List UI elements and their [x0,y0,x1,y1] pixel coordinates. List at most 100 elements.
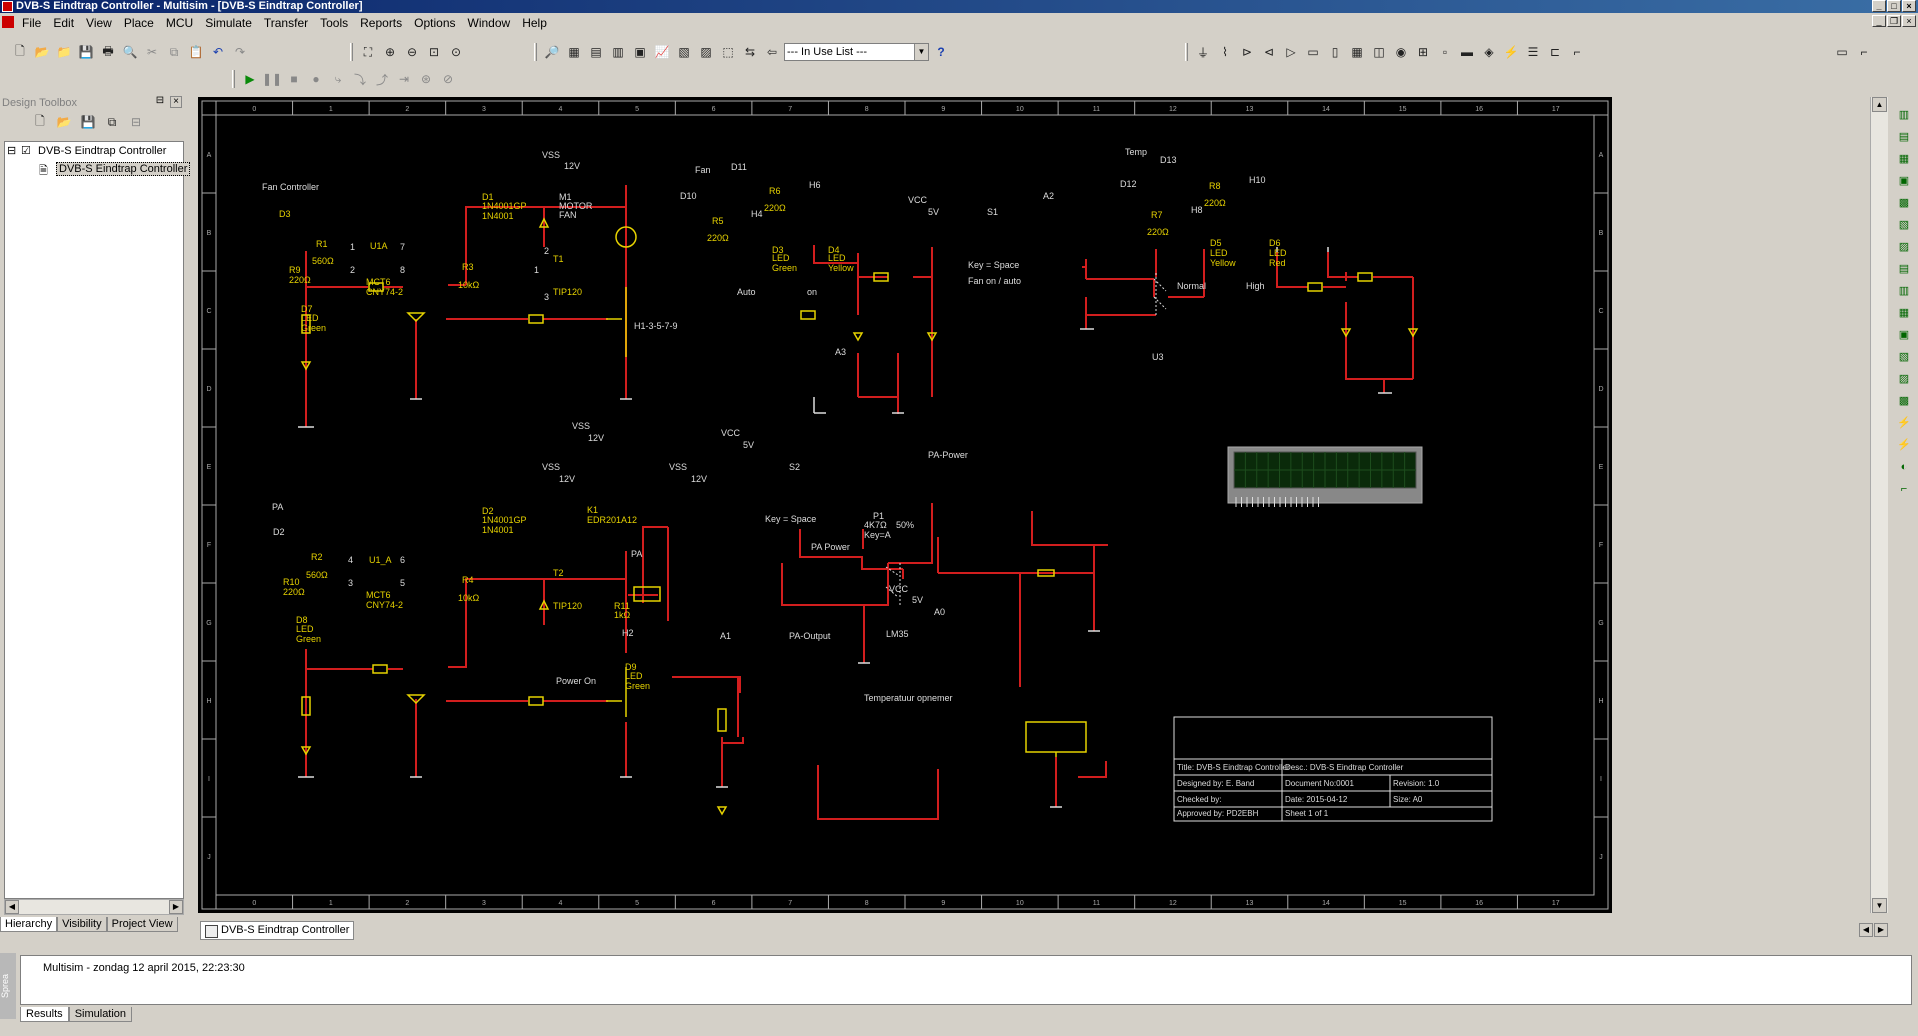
close-icon[interactable]: × [170,96,182,108]
scroll-right-icon[interactable]: ▶ [169,900,183,914]
doc-close-button[interactable]: × [1902,15,1916,27]
menu-mcu[interactable]: MCU [165,16,194,30]
menu-transfer[interactable]: Transfer [263,16,309,30]
close-button[interactable]: × [1902,0,1916,12]
tree-root[interactable]: DVB-S Eindtrap Controller [38,145,167,157]
scroll-up-icon[interactable]: ▲ [1872,97,1887,112]
undo-icon[interactable]: ↶ [212,45,224,59]
iv-analyzer-icon[interactable]: ▣ [1898,329,1910,341]
in-use-list-dropdown[interactable]: --- In Use List --- ▼ [784,43,929,61]
instrument-icon[interactable]: ▭ [1836,45,1848,59]
new-design-icon[interactable]: 🗋 [35,113,45,128]
back-annotate-icon[interactable]: ⇦ [766,45,778,59]
multimeter-icon[interactable]: ▥ [1898,109,1910,121]
four-channel-oscilloscope-icon[interactable]: ▩ [1898,197,1910,209]
bus-icon[interactable]: ⌐ [1573,45,1581,59]
tree-child[interactable]: DVB-S Eindtrap Controller [56,162,191,176]
menu-options[interactable]: Options [414,16,456,30]
pause-icon[interactable]: ❚❚ [261,72,283,86]
schematic-drawing[interactable]: 0011223344556677889910101111121213131414… [198,97,1612,913]
misc-icon[interactable]: ▫ [1442,45,1448,59]
menu-window[interactable]: Window [467,16,511,30]
tab-results[interactable]: Results [20,1007,69,1022]
menu-help[interactable]: Help [522,16,547,30]
menu-edit[interactable]: Edit [53,16,75,30]
bode-plotter-icon[interactable]: ▧ [1898,219,1910,231]
zoom-fit-icon[interactable]: ⊙ [450,45,462,59]
erc-icon[interactable]: ▨ [700,45,712,59]
menu-file[interactable]: File [22,16,42,30]
agilent-generator-icon[interactable]: ⚡ [1897,417,1911,429]
logic-converter-icon[interactable]: ▦ [1898,307,1910,319]
new-sheet-icon[interactable]: ⧉ [107,114,117,129]
zoom-in-icon[interactable]: ⊕ [384,45,396,59]
wattmeter-icon[interactable]: ▦ [1898,153,1910,165]
power-icon[interactable]: ⊞ [1417,45,1429,59]
electromechanical-icon[interactable]: ⚡ [1503,45,1519,59]
toolbox-scrollbar[interactable]: ◀ ▶ [4,899,184,915]
remove-breakpoints-icon[interactable]: ⊘ [442,72,454,86]
indicator-icon[interactable]: ◉ [1395,45,1407,59]
annotate-icon[interactable]: ⬚ [722,45,734,59]
doc-minimize-button[interactable]: _ [1872,15,1886,27]
tab-document[interactable]: DVB-S Eindtrap Controller [200,921,355,940]
menu-reports[interactable]: Reports [360,16,403,30]
menu-simulate[interactable]: Simulate [205,16,252,30]
save-design-icon[interactable]: 💾 [80,115,96,129]
analog-icon[interactable]: ▷ [1286,45,1296,59]
copy-icon[interactable]: ⧉ [169,44,179,59]
network-analyzer-icon[interactable]: ▩ [1898,395,1910,407]
diode-icon[interactable]: ⊳ [1241,45,1253,59]
chevron-down-icon[interactable]: ▼ [914,44,928,60]
word-generator-icon[interactable]: ▤ [1898,263,1910,275]
ttl-icon[interactable]: ▭ [1307,45,1319,59]
paste-icon[interactable]: 📋 [188,45,204,59]
stop-icon[interactable]: ■ [290,72,298,86]
menu-place[interactable]: Place [123,16,154,30]
ladder-icon[interactable]: ☰ [1527,45,1539,59]
spectrum-analyzer-icon[interactable]: ▨ [1898,373,1910,385]
mcu-icon[interactable]: ▦ [1351,45,1363,59]
pin-icon[interactable]: ⊟ [155,95,165,106]
cut-icon[interactable]: ✂ [146,45,158,59]
menu-tools[interactable]: Tools [320,16,349,30]
tab-prev-icon[interactable]: ◀ [1859,923,1873,937]
tab-next-icon[interactable]: ▶ [1874,923,1888,937]
distortion-analyzer-icon[interactable]: ▧ [1898,351,1910,363]
run-icon[interactable]: ▶ [245,72,255,86]
redo-icon[interactable]: ↷ [234,45,246,59]
mixed-icon[interactable]: ◫ [1373,45,1385,59]
basic-icon[interactable]: ⌇ [1222,45,1228,59]
step-out-icon[interactable]: ⤴ [375,72,388,87]
tab-visibility[interactable]: Visibility [57,917,107,932]
transfer-icon[interactable]: ⇆ [744,45,756,59]
tab-project-view[interactable]: Project View [106,917,178,932]
new-icon[interactable]: 🗋 [15,43,25,58]
advanced-peripherals-icon[interactable]: ▬ [1461,45,1473,59]
hierarchical-block-icon[interactable]: ⊏ [1549,45,1561,59]
canvas-vertical-scrollbar[interactable]: ▲ ▼ [1870,97,1888,913]
oscilloscope-icon[interactable]: ▣ [1898,175,1910,187]
zoom-out-icon[interactable]: ⊖ [406,45,418,59]
menu-view[interactable]: View [86,16,112,30]
minimize-button[interactable]: _ [1872,0,1886,12]
open-sample-icon[interactable]: 📁 [56,45,72,59]
database-icon[interactable]: ▥ [612,45,624,59]
function-generator-icon[interactable]: ▤ [1898,131,1910,143]
search-icon[interactable]: 🔎 [544,45,560,59]
step-over-icon[interactable]: ⤵ [353,72,366,87]
toolbox-icon[interactable]: ▦ [568,45,580,59]
print-preview-icon[interactable]: 🔍 [122,45,138,59]
save-icon[interactable]: 💾 [78,45,94,59]
probe-icon[interactable]: ⌐ [1860,45,1868,59]
tab-hierarchy[interactable]: Hierarchy [0,917,58,932]
breakpoint-icon[interactable]: ● [312,72,320,86]
step-into-icon[interactable]: ⤷ [334,71,342,86]
scroll-left-icon[interactable]: ◀ [5,900,19,914]
document-icon[interactable] [2,16,14,28]
doc-restore-button[interactable]: ❐ [1887,15,1901,27]
checkbox-icon[interactable]: ☑ [21,145,31,157]
logic-analyzer-icon[interactable]: ▥ [1898,285,1910,297]
fullscreen-icon[interactable]: ⛶ [363,44,373,59]
